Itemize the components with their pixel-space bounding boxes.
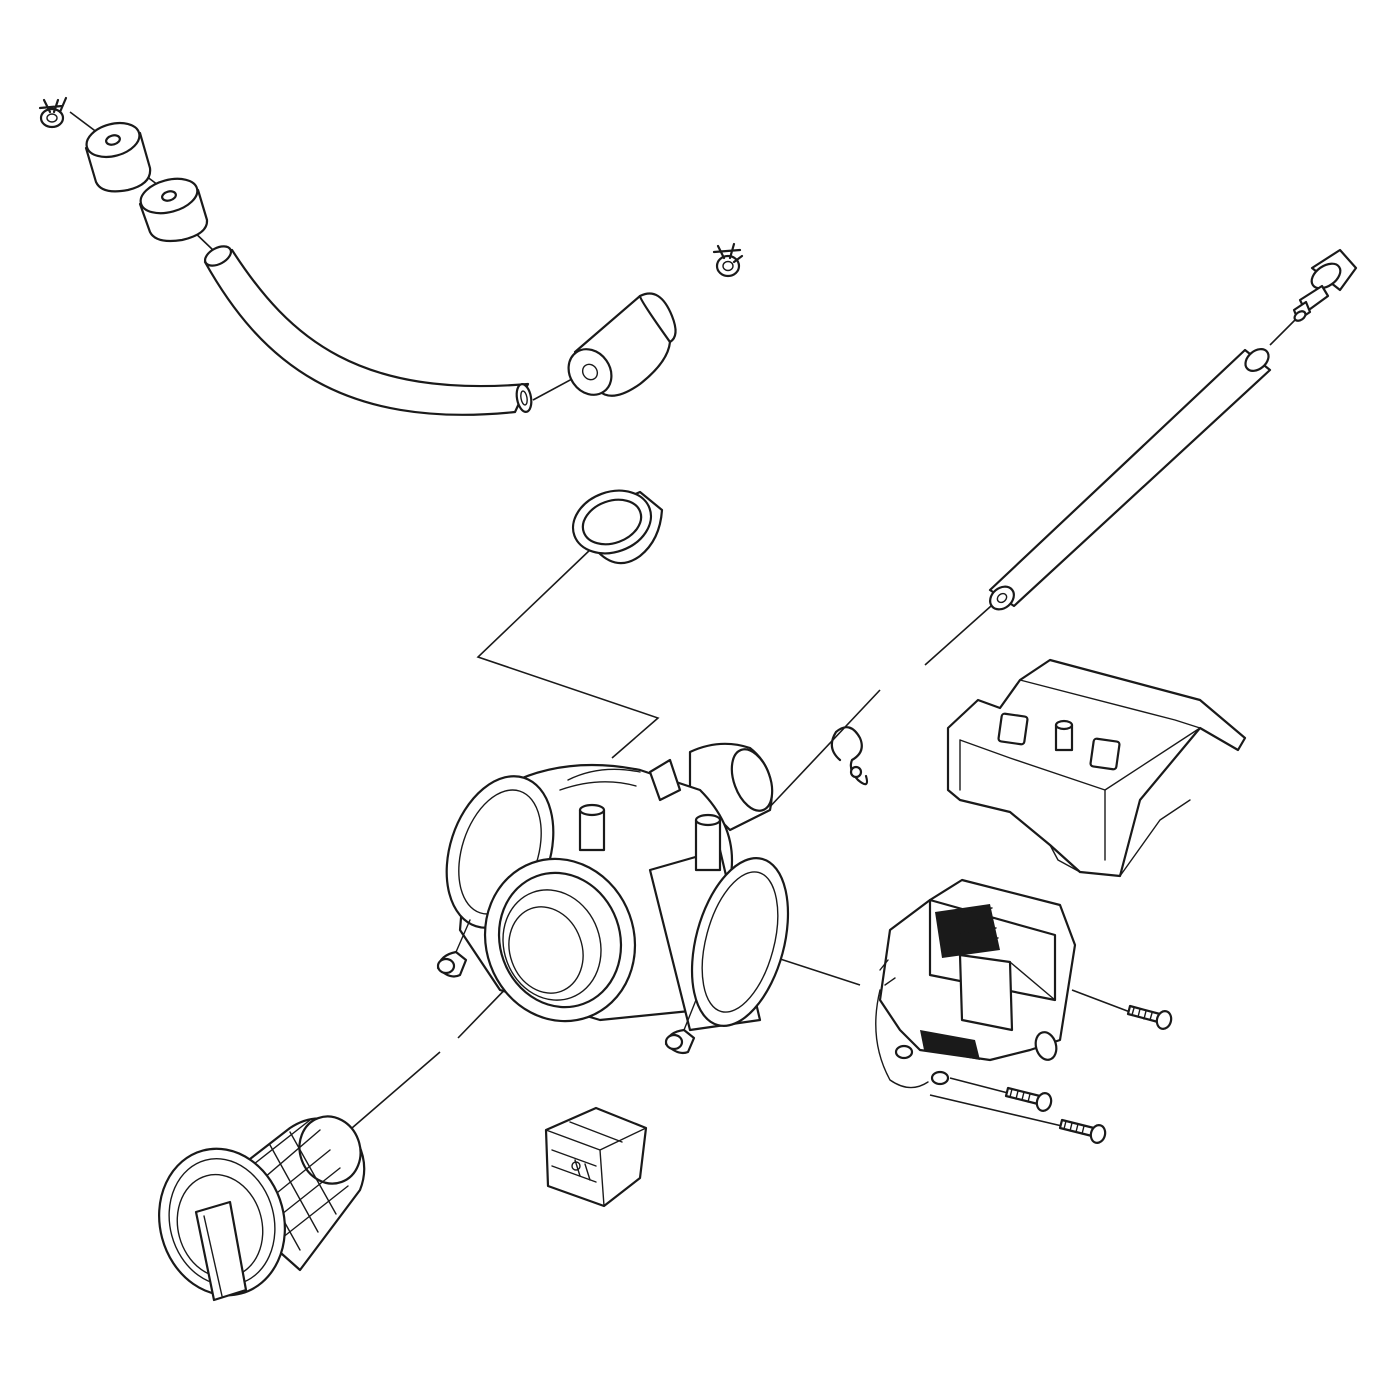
curved-drain-hose [203, 245, 533, 416]
pump-motor [875, 878, 1077, 1089]
spring-clip-small [830, 726, 869, 786]
screw-3 [1058, 1118, 1107, 1144]
sealing-ring [571, 489, 664, 565]
hose-icon [203, 245, 533, 416]
motor-icon [875, 878, 1077, 1089]
filter-icon [158, 1115, 366, 1302]
connector-icon [544, 1106, 648, 1208]
pressure-nozzle [1292, 248, 1358, 322]
ring-icon [138, 177, 209, 243]
tube-icon [988, 348, 1272, 611]
screw-1 [1126, 1004, 1173, 1030]
cover-icon [946, 658, 1247, 878]
hose-clip-middle [712, 242, 744, 278]
screw-icon [1004, 1086, 1053, 1112]
connector-block [544, 1106, 648, 1208]
screw-icon [1126, 1004, 1173, 1030]
hose-end-sleeve [567, 292, 677, 397]
pump-housing-icon [436, 742, 790, 1055]
ferrite-ring-1 [84, 121, 152, 193]
spring-clip-icon [38, 96, 68, 129]
sleeve-icon [567, 292, 677, 397]
ring-icon [571, 489, 664, 565]
pump-housing [436, 742, 790, 1055]
long-tube [988, 348, 1272, 611]
pump-cover [946, 658, 1247, 878]
ring-icon [84, 121, 152, 193]
screw-2 [1004, 1086, 1053, 1112]
nozzle-icon [1292, 248, 1358, 322]
screw-icon [1058, 1118, 1107, 1144]
hose-clip-top-left [38, 96, 68, 129]
spring-clip-icon [712, 242, 744, 278]
ferrite-ring-2 [138, 177, 209, 243]
spring-clip-icon [830, 726, 869, 786]
pump-filter [158, 1115, 366, 1302]
